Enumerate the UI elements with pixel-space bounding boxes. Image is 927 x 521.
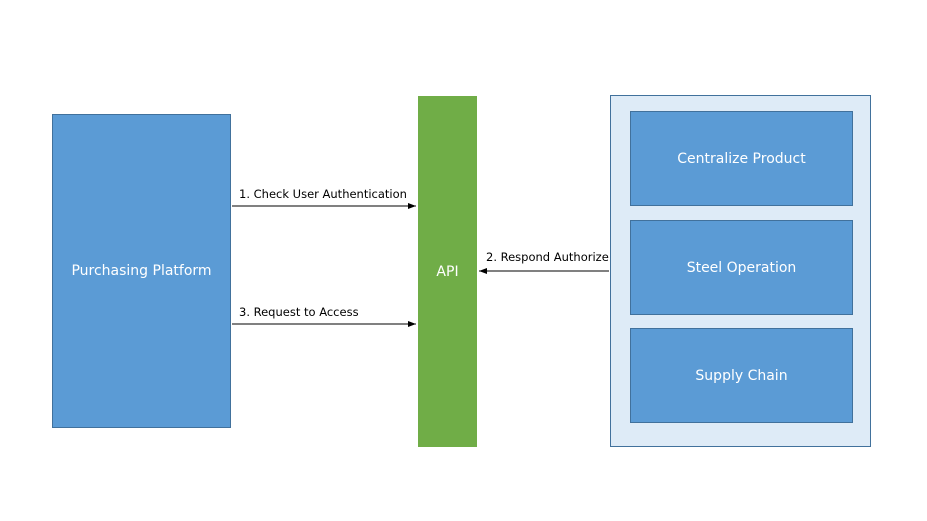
supply-chain-label: Supply Chain <box>695 367 788 384</box>
centralize-product-label: Centralize Product <box>677 150 806 167</box>
edge-check-auth-label: 1. Check User Authentication <box>239 187 407 201</box>
edge-request-access-label: 3. Request to Access <box>239 305 359 319</box>
edge-respond-authorize-label: 2. Respond Authorize <box>486 250 609 264</box>
purchasing-platform-label: Purchasing Platform <box>71 263 212 279</box>
supply-chain-node: Supply Chain <box>630 328 853 423</box>
steel-operation-node: Steel Operation <box>630 220 853 315</box>
centralize-product-node: Centralize Product <box>630 111 853 206</box>
api-node: API <box>418 96 477 447</box>
api-label: API <box>436 263 459 280</box>
steel-operation-label: Steel Operation <box>686 259 797 276</box>
purchasing-platform-node: Purchasing Platform <box>52 114 231 428</box>
